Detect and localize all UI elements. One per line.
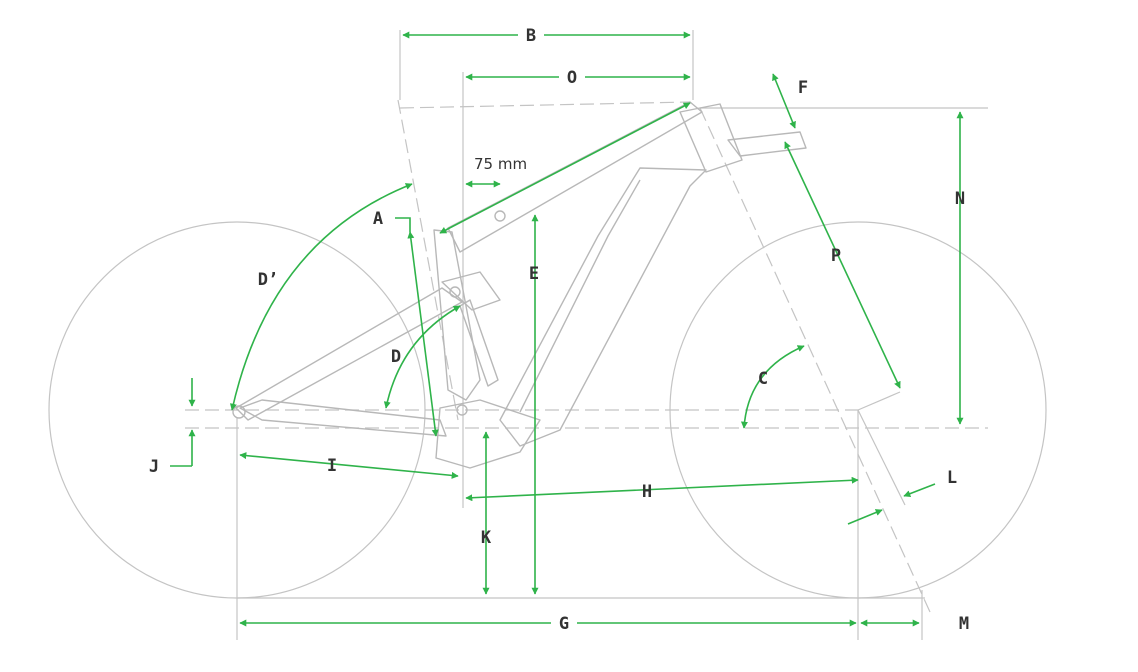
label-C: C: [758, 369, 768, 389]
label-D-prime: D’: [258, 270, 278, 290]
dim-L-upper-arrow: [903, 483, 936, 497]
label-F: F: [798, 78, 808, 98]
dim-L-lower-arrow: [847, 509, 883, 525]
down-tube: [499, 167, 707, 447]
dim-P-line: [784, 141, 901, 389]
label-G-bg: [551, 612, 577, 634]
rear-dropout: [232, 405, 246, 419]
top-tube: [447, 101, 703, 253]
label-B: B: [526, 26, 536, 46]
label-O-bg: [559, 66, 585, 88]
label-L: L: [947, 468, 957, 488]
dim-A-line: [439, 102, 691, 234]
down-tube-inner: [519, 179, 641, 413]
dim-C-arc: [740, 345, 805, 429]
label-K: K: [481, 528, 492, 548]
dimension-labels: B O F A E N P D’ D C J I L H K G M: [149, 24, 969, 634]
seat-tube-75mm-point: [494, 210, 506, 222]
label-D: D: [391, 347, 401, 367]
rocker-pivot: [449, 286, 461, 298]
dim-H-line: [465, 476, 859, 502]
steering-axis: [699, 107, 931, 613]
dim-D-prime-arc: [229, 183, 413, 411]
label-O: O: [567, 68, 577, 88]
label-B-bg: [518, 24, 544, 46]
label-G: G: [559, 614, 569, 634]
label-75mm: 75 mm: [474, 155, 527, 173]
shock: [459, 299, 499, 387]
dim-F-line: [772, 73, 796, 129]
seat-tube: [433, 229, 481, 401]
rocker-link: [441, 271, 501, 311]
stem-guide-lower: [857, 391, 901, 411]
label-I: I: [327, 456, 337, 476]
label-E: E: [529, 264, 539, 284]
label-H: H: [642, 482, 652, 502]
reference-lines: [185, 30, 988, 640]
dimensions: [170, 31, 964, 627]
main-pivot: [456, 404, 468, 416]
label-N: N: [955, 189, 965, 209]
label-A: A: [373, 209, 383, 229]
label-J: J: [149, 457, 159, 477]
stack-horizontal: [399, 101, 691, 109]
fork-offset-line: [857, 409, 906, 506]
chain-stay: [239, 399, 447, 437]
dim-D-arc: [383, 305, 461, 409]
label-P: P: [831, 246, 841, 266]
label-M: M: [959, 614, 969, 634]
head-tube: [679, 103, 743, 173]
dim-I-line: [239, 452, 459, 479]
dim-A-leader: [395, 217, 411, 232]
